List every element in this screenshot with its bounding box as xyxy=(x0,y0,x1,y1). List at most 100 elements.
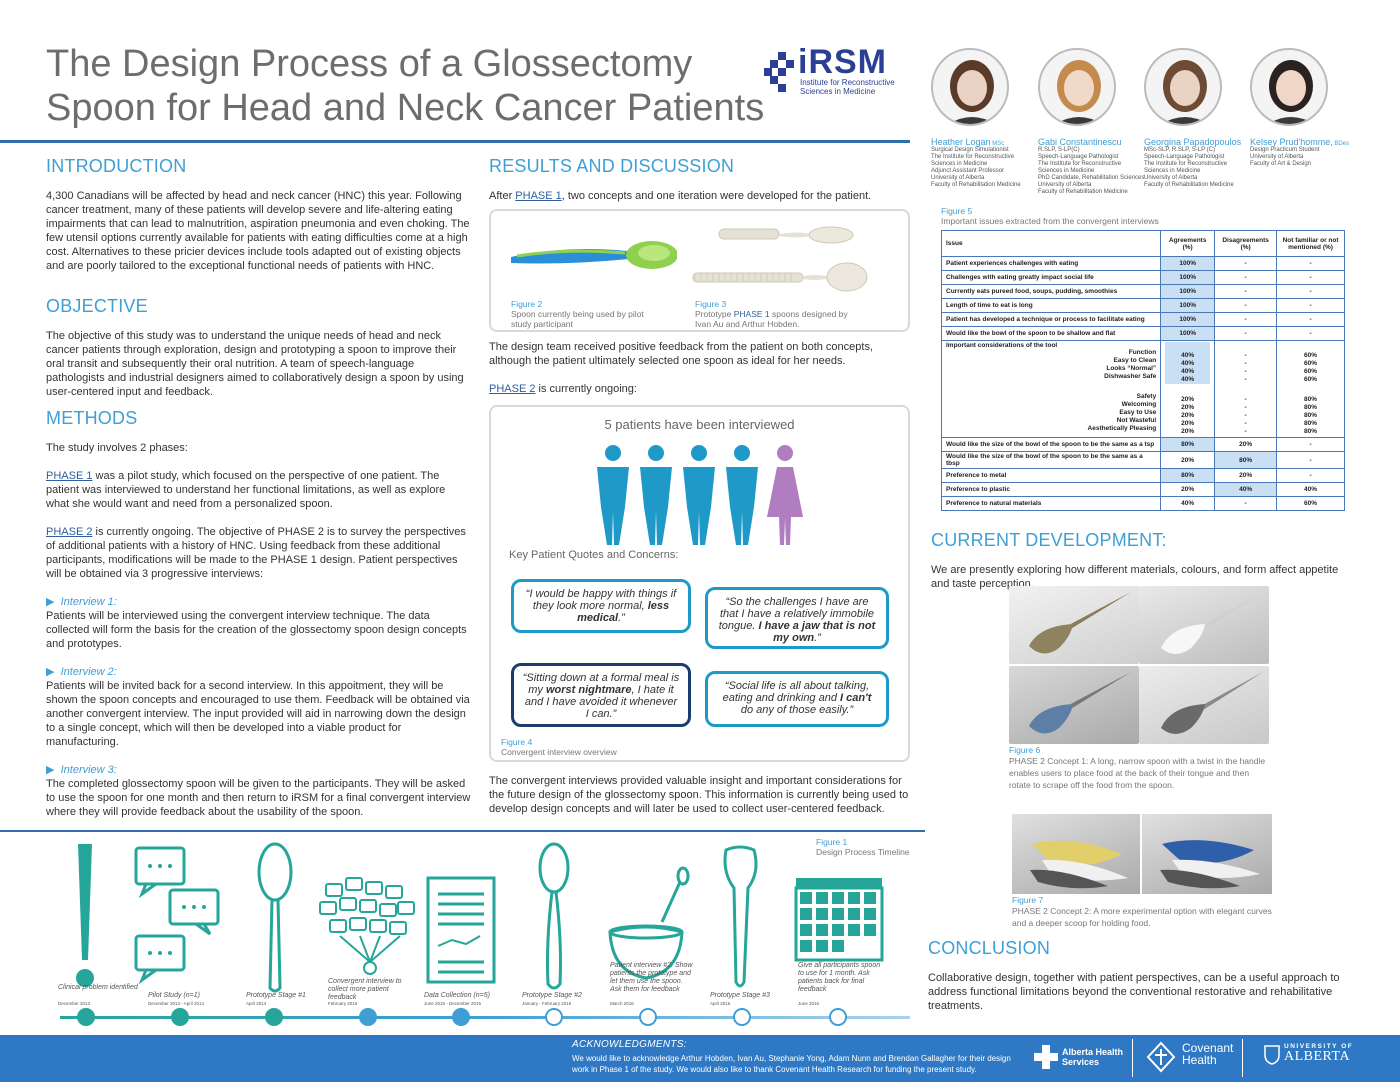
phase2-text: is currently ongoing. The objective of P… xyxy=(46,526,466,580)
value: - xyxy=(1244,352,1247,359)
consideration-item: Not Wasteful xyxy=(1116,417,1157,424)
table-cell: 100% xyxy=(1160,284,1216,299)
author-portrait xyxy=(931,48,1009,126)
author-name: Kelsey Prud'homme, BDes xyxy=(1250,137,1350,147)
figure-6-sub: PHASE 2 Concept 1: A long, narrow spoon … xyxy=(1009,756,1266,790)
table-cell: - xyxy=(1214,298,1278,313)
table-cell: Agreements (%) xyxy=(1160,230,1216,257)
methods-intro: The study involves 2 phases: xyxy=(46,442,188,454)
results-phase2-link[interactable]: PHASE 2 xyxy=(489,383,536,395)
patients-interviewed-header: 5 patients have been interviewed xyxy=(604,417,795,432)
timeline-stage-date: June 2016 xyxy=(798,1001,820,1006)
patient-icons xyxy=(595,445,815,547)
timeline-dot xyxy=(545,1008,563,1026)
figure-1-caption: Figure 1 Design Process Timeline xyxy=(816,837,910,857)
author-portrait xyxy=(1250,48,1328,126)
value: - xyxy=(1244,360,1247,367)
ualberta-shield-icon xyxy=(1264,1045,1280,1065)
table-cell: 100% xyxy=(1160,298,1216,313)
table-cell: - xyxy=(1214,284,1278,299)
table-row: Would like the size of the bowl of the s… xyxy=(940,451,1345,469)
intro-section: INTRODUCTION 4,300 Canadians will be aff… xyxy=(46,156,471,273)
value: 20% xyxy=(1181,428,1195,435)
quote-3-c: , I hate it and I have avoided it whenev… xyxy=(524,684,678,720)
author-affiliation-line: The Institute for Reconstructive xyxy=(1038,161,1122,167)
phase1-paragraph: PHASE 1 was a pilot study, which focused… xyxy=(46,469,471,511)
timeline-stage-label: Prototype Stage #1 xyxy=(246,992,306,999)
table-cell: - xyxy=(1276,284,1345,299)
exclamation-icon xyxy=(78,844,92,960)
spacer xyxy=(1165,384,1210,396)
table-cell: Preference to metal xyxy=(940,468,1162,483)
table-cell: Preference to plastic xyxy=(940,482,1162,497)
value: 40% xyxy=(1181,352,1195,359)
spacer xyxy=(946,381,1156,393)
value: - xyxy=(1244,420,1247,427)
table-cell: 100% xyxy=(1160,256,1216,271)
interview1-block: ▶ Interview 1:Patients will be interview… xyxy=(46,595,471,651)
consideration-item: Dishwasher Safe xyxy=(1104,373,1157,380)
concept2-render-blue xyxy=(1142,814,1272,894)
table-cell: 20% xyxy=(1214,437,1278,452)
footer-bar: ACKNOWLEDGMENTS: We would like to acknow… xyxy=(0,1035,1400,1082)
table-cell: - xyxy=(1214,312,1278,327)
value: 60% xyxy=(1304,360,1318,367)
results-continued: The design team received positive feedba… xyxy=(489,340,909,396)
results-p1-pre: After xyxy=(489,190,516,202)
author-affiliation-line: R.SLP, S-LP(C) xyxy=(1038,147,1080,153)
spacer xyxy=(1219,384,1272,396)
poster-title: The Design Process of a Glossectomy Spoo… xyxy=(46,43,765,129)
table-cell: - xyxy=(1276,256,1345,271)
results-phase1-link[interactable]: PHASE 1 xyxy=(515,190,562,202)
table-cell: 40% xyxy=(1160,496,1216,511)
table-cell: Issue xyxy=(940,230,1162,257)
value: 80% xyxy=(1304,404,1318,411)
author-affiliation-line: PhD Candidate, Rehabilitation Sciences xyxy=(1038,175,1145,181)
covenant-line1: Covenant xyxy=(1182,1041,1234,1055)
value: 20% xyxy=(1181,404,1195,411)
figure-2-sub: Spoon currently being used by pilot stud… xyxy=(511,309,644,329)
phase1-link[interactable]: PHASE 1 xyxy=(46,470,93,482)
author-affiliation-line: Surgical Design Simulationist xyxy=(931,147,1009,153)
figure-4-sub: Convergent interview overview xyxy=(501,747,617,757)
author-name: Heather Logan MSc xyxy=(931,137,1005,147)
table-cell: 20% xyxy=(1160,482,1216,497)
table-cell: 40% xyxy=(1276,482,1345,497)
value: 80% xyxy=(1304,420,1318,427)
figure-1-title: Figure 1 xyxy=(816,837,848,847)
author-affiliation-line: Faculty of Rehabilitation Medicine xyxy=(931,182,1021,188)
phase2-link[interactable]: PHASE 2 xyxy=(46,526,93,538)
table-cell: - xyxy=(1276,437,1345,452)
triangle-bullet-icon: ▶ xyxy=(46,764,55,776)
considerations-values-cell: 40%40%40%40%20%20%20%20%20% xyxy=(1160,340,1216,438)
value: 80% xyxy=(1304,428,1318,435)
quote-bubble-2: “So the challenges I have are that I hav… xyxy=(705,587,889,649)
figure-3-title: Figure 3 xyxy=(695,299,727,309)
quote-4-b: I can't xyxy=(840,692,872,704)
consideration-item: Easy to Clean xyxy=(1113,357,1157,364)
value: - xyxy=(1244,368,1247,375)
figure-2-3-box: Figure 2 Spoon currently being used by p… xyxy=(489,209,910,332)
figure-3-sub-post: spoons designed by Ivan Au and Arthur Ho… xyxy=(695,309,848,329)
quote-4-c: do any of those easily.” xyxy=(740,704,854,716)
figure-7-title: Figure 7 xyxy=(1012,895,1044,905)
intro-text: 4,300 Canadians will be affected by head… xyxy=(46,190,470,272)
current-heading: CURRENT DEVELOPMENT: xyxy=(931,530,1167,550)
author-affiliation-line: University of Alberta xyxy=(1038,182,1092,188)
author-affiliation-line: Sciences in Medicine xyxy=(1038,168,1095,174)
quote-1-c: .” xyxy=(618,612,625,624)
spoon-icon-2 xyxy=(538,842,570,990)
author-affiliation-line: Sciences in Medicine xyxy=(1144,168,1201,174)
figure-1-sub: Design Process Timeline xyxy=(816,847,910,857)
table-cell: - xyxy=(1276,298,1345,313)
table-cell: 80% xyxy=(1160,437,1216,452)
author-affiliation-line: Speech-Language Pathologist xyxy=(1144,154,1225,160)
adaptive-spoon-image xyxy=(511,241,677,269)
table-row: Patient experiences challenges with eati… xyxy=(940,256,1345,271)
